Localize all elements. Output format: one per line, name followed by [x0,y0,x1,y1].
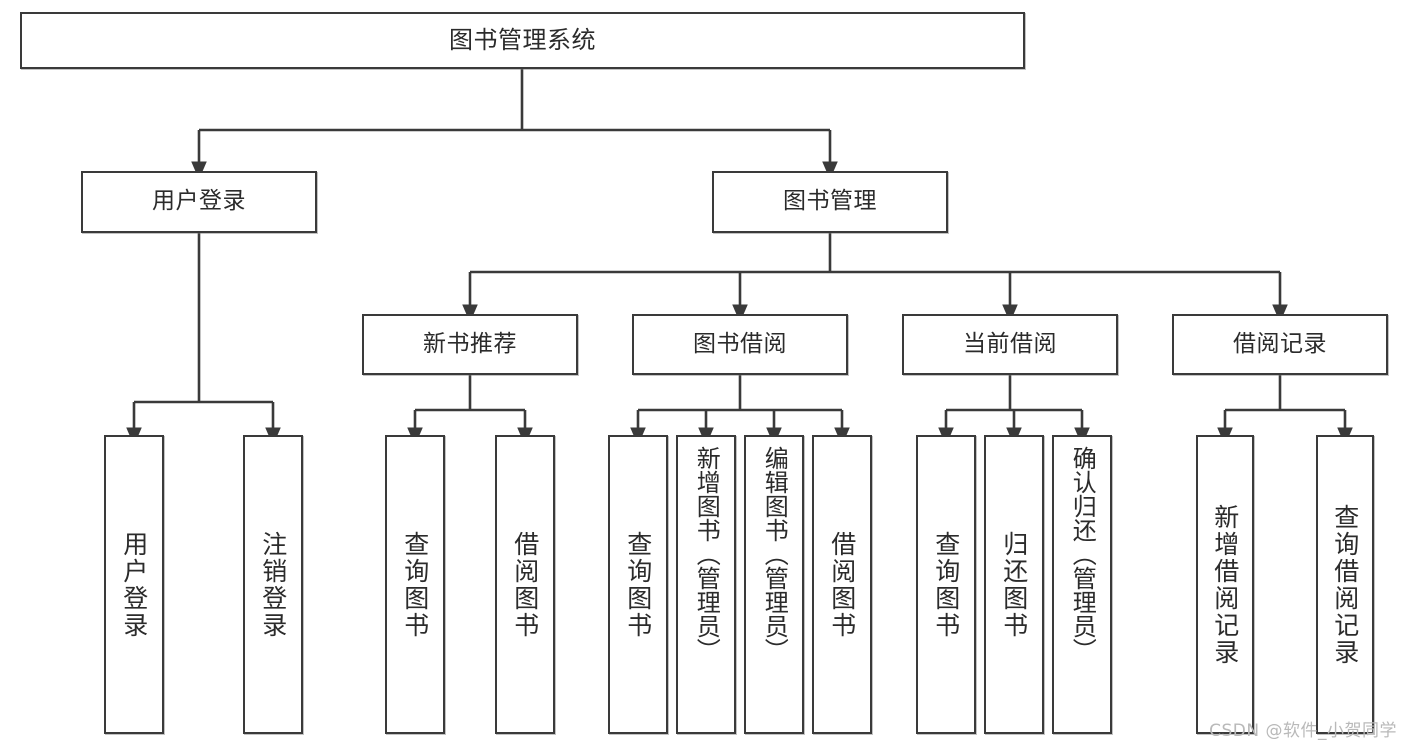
node-current-borrow[interactable]: 当前借阅 [902,314,1118,375]
node-label: 用户登录 [152,188,246,215]
leaf-current-query-book[interactable]: 查询图书 [916,435,976,734]
node-label: 确认归还（管理员） [1068,446,1097,662]
node-label: 归还图书 [999,530,1029,639]
leaf-borrow-add-book[interactable]: 新增图书（管理员） [676,435,736,734]
leaf-current-return-book[interactable]: 归还图书 [984,435,1044,734]
node-label: 查询图书 [623,530,653,639]
node-label: 查询图书 [931,530,961,639]
watermark-text: CSDN @软件_小贺同学 [1209,721,1397,741]
leaf-record-query-record[interactable]: 查询借阅记录 [1316,435,1374,734]
leaf-recommend-query-book[interactable]: 查询图书 [385,435,445,734]
node-label: 新书推荐 [423,330,517,357]
leaf-recommend-borrow-book[interactable]: 借阅图书 [495,435,555,734]
node-label: 编辑图书（管理员） [760,446,789,662]
node-book-borrow[interactable]: 图书借阅 [632,314,848,375]
node-label: 查询图书 [400,530,430,639]
node-label: 借阅图书 [827,530,857,639]
node-label: 新增图书（管理员） [692,446,721,662]
leaf-user-login-logout[interactable]: 注销登录 [243,435,303,734]
leaf-borrow-query-book[interactable]: 查询图书 [608,435,668,734]
node-root-system[interactable]: 图书管理系统 [20,12,1025,69]
node-label: 图书管理系统 [449,26,596,55]
node-label: 用户登录 [119,530,149,639]
leaf-record-add-record[interactable]: 新增借阅记录 [1196,435,1254,734]
node-user-login[interactable]: 用户登录 [81,171,317,233]
leaf-borrow-borrow-book[interactable]: 借阅图书 [812,435,872,734]
node-label: 图书管理 [783,188,877,215]
leaf-current-confirm-return[interactable]: 确认归还（管理员） [1052,435,1112,734]
node-label: 借阅图书 [510,530,540,639]
node-label: 注销登录 [258,530,288,639]
node-book-management[interactable]: 图书管理 [712,171,948,233]
node-label: 新增借阅记录 [1210,503,1240,666]
node-label: 借阅记录 [1233,330,1327,357]
node-label: 当前借阅 [963,330,1057,357]
node-label: 查询借阅记录 [1330,503,1360,666]
node-new-book-recommend[interactable]: 新书推荐 [362,314,578,375]
leaf-borrow-edit-book[interactable]: 编辑图书（管理员） [744,435,804,734]
node-label: 图书借阅 [693,330,787,357]
leaf-user-login-login[interactable]: 用户登录 [104,435,164,734]
node-borrow-record[interactable]: 借阅记录 [1172,314,1388,375]
